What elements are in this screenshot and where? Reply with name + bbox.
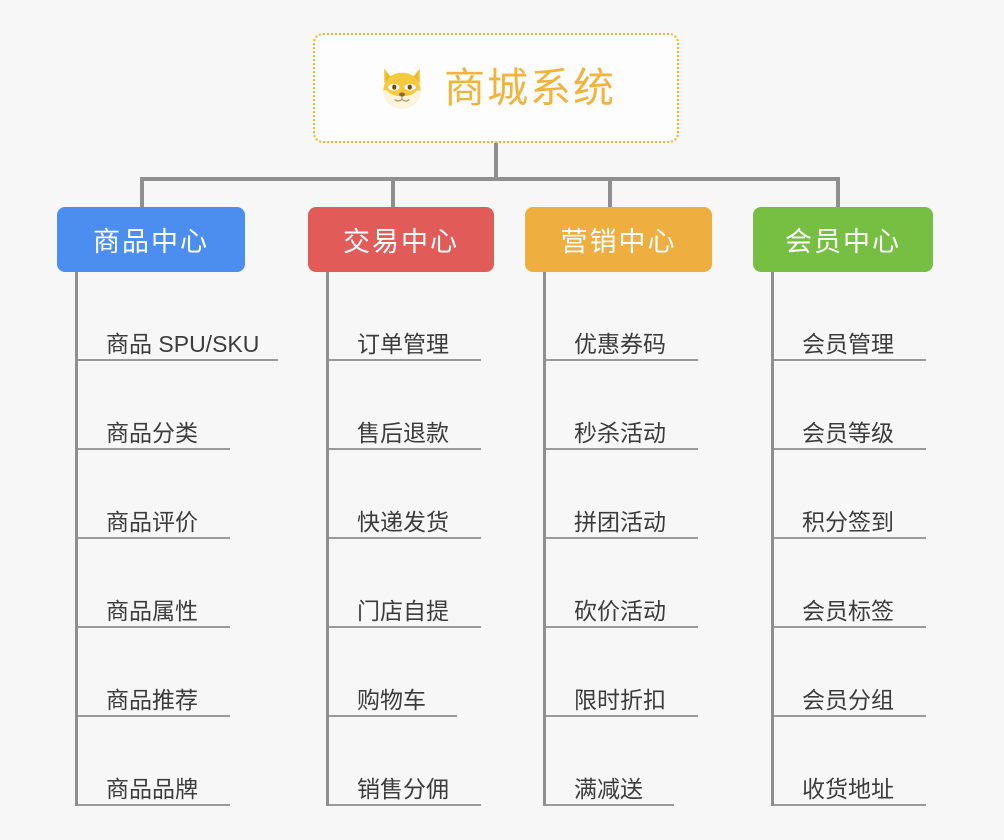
leaf-label: 秒杀活动 (574, 419, 666, 446)
leaf-label: 购物车 (357, 686, 426, 713)
leaf-rule (774, 359, 926, 361)
leaf-label: 售后退款 (357, 419, 449, 446)
leaf-label: 砍价活动 (574, 597, 666, 624)
leaf-label: 限时折扣 (574, 686, 666, 713)
connector-root-stem (494, 143, 498, 180)
shiba-dog-face-icon (376, 62, 428, 114)
leaf-label: 会员管理 (802, 330, 894, 357)
leaf-label: 门店自提 (357, 597, 449, 624)
leaf-label: 积分签到 (802, 508, 894, 535)
leaf-label: 优惠券码 (574, 330, 666, 357)
leaf-item[interactable]: 限时折扣 (546, 628, 712, 717)
leaf-label: 商品 SPU/SKU (106, 330, 260, 357)
leaf-rule (546, 448, 698, 450)
leaf-item[interactable]: 商品 SPU/SKU (78, 272, 278, 361)
leaf-item[interactable]: 积分签到 (774, 450, 933, 539)
branch-items-1: 商品 SPU/SKU 商品分类 商品评价 商品属性 商品推荐 商品品牌 (75, 272, 278, 806)
leaf-label: 商品属性 (106, 597, 198, 624)
leaf-item[interactable]: 售后退款 (329, 361, 494, 450)
leaf-rule (546, 715, 698, 717)
leaf-item[interactable]: 商品分类 (78, 361, 261, 450)
leaf-rule (546, 626, 698, 628)
leaf-rule (78, 626, 230, 628)
leaf-rule (78, 715, 230, 717)
leaf-item[interactable]: 商品属性 (78, 539, 261, 628)
branch-header-1[interactable]: 商品中心 (57, 207, 245, 272)
branch-items-4: 会员管理 会员等级 积分签到 会员标签 会员分组 收货地址 (771, 272, 933, 806)
connector-drop-1 (140, 177, 144, 209)
leaf-label: 销售分佣 (357, 775, 449, 802)
leaf-item[interactable]: 商品品牌 (78, 717, 261, 806)
branch-columns: 商品中心 商品 SPU/SKU 商品分类 商品评价 商品属性 商品推荐 商品品牌… (0, 207, 1004, 840)
leaf-label: 商品分类 (106, 419, 198, 446)
leaf-item[interactable]: 商品评价 (78, 450, 261, 539)
leaf-rule (329, 626, 481, 628)
leaf-rule (774, 448, 926, 450)
leaf-label: 拼团活动 (574, 508, 666, 535)
leaf-label: 会员标签 (802, 597, 894, 624)
leaf-rule (774, 537, 926, 539)
leaf-rule (78, 448, 230, 450)
branch-header-3[interactable]: 营销中心 (525, 207, 712, 272)
leaf-item[interactable]: 销售分佣 (329, 717, 494, 806)
leaf-label: 订单管理 (357, 330, 449, 357)
leaf-item[interactable]: 会员标签 (774, 539, 933, 628)
branch-column-1: 商品中心 商品 SPU/SKU 商品分类 商品评价 商品属性 商品推荐 商品品牌 (57, 207, 278, 806)
branch-items-2: 订单管理 售后退款 快递发货 门店自提 购物车 销售分佣 (326, 272, 494, 806)
leaf-rule (774, 804, 926, 806)
leaf-label: 会员等级 (802, 419, 894, 446)
branch-column-4: 会员中心 会员管理 会员等级 积分签到 会员标签 会员分组 收货地址 (753, 207, 933, 806)
leaf-rule (546, 537, 698, 539)
leaf-rule (329, 715, 457, 717)
leaf-item[interactable]: 购物车 (329, 628, 494, 717)
leaf-item[interactable]: 优惠券码 (546, 272, 712, 361)
leaf-label: 商品推荐 (106, 686, 198, 713)
root-title: 商城系统 (444, 64, 616, 111)
leaf-rule (329, 804, 481, 806)
leaf-label: 商品评价 (106, 508, 198, 535)
leaf-rule (78, 537, 230, 539)
leaf-label: 快递发货 (357, 508, 449, 535)
leaf-rule (329, 359, 481, 361)
leaf-item[interactable]: 砍价活动 (546, 539, 712, 628)
leaf-rule (329, 537, 481, 539)
leaf-item[interactable]: 会员管理 (774, 272, 933, 361)
leaf-rule (546, 804, 674, 806)
leaf-item[interactable]: 商品推荐 (78, 628, 261, 717)
leaf-rule (546, 359, 698, 361)
leaf-rule (329, 448, 481, 450)
branch-column-3: 营销中心 优惠券码 秒杀活动 拼团活动 砍价活动 限时折扣 满减送 (525, 207, 712, 806)
root-node[interactable]: 商城系统 (313, 33, 679, 143)
connector-horizontal-bar (140, 177, 840, 181)
leaf-item[interactable]: 拼团活动 (546, 450, 712, 539)
leaf-rule (78, 804, 230, 806)
leaf-item[interactable]: 满减送 (546, 717, 712, 806)
branch-items-3: 优惠券码 秒杀活动 拼团活动 砍价活动 限时折扣 满减送 (543, 272, 712, 806)
leaf-item[interactable]: 门店自提 (329, 539, 494, 628)
leaf-item[interactable]: 会员分组 (774, 628, 933, 717)
connector-drop-4 (836, 177, 840, 209)
leaf-label: 商品品牌 (106, 775, 198, 802)
connector-drop-3 (608, 177, 612, 209)
leaf-rule (774, 715, 926, 717)
leaf-rule (774, 626, 926, 628)
leaf-item[interactable]: 快递发货 (329, 450, 494, 539)
connector-drop-2 (391, 177, 395, 209)
leaf-label: 收货地址 (802, 775, 894, 802)
leaf-item[interactable]: 会员等级 (774, 361, 933, 450)
leaf-item[interactable]: 秒杀活动 (546, 361, 712, 450)
leaf-label: 满减送 (574, 775, 643, 802)
leaf-item[interactable]: 收货地址 (774, 717, 933, 806)
branch-header-4[interactable]: 会员中心 (753, 207, 933, 272)
branch-column-2: 交易中心 订单管理 售后退款 快递发货 门店自提 购物车 销售分佣 (308, 207, 494, 806)
leaf-item[interactable]: 订单管理 (329, 272, 494, 361)
branch-header-2[interactable]: 交易中心 (308, 207, 494, 272)
leaf-label: 会员分组 (802, 686, 894, 713)
leaf-rule (78, 359, 278, 361)
